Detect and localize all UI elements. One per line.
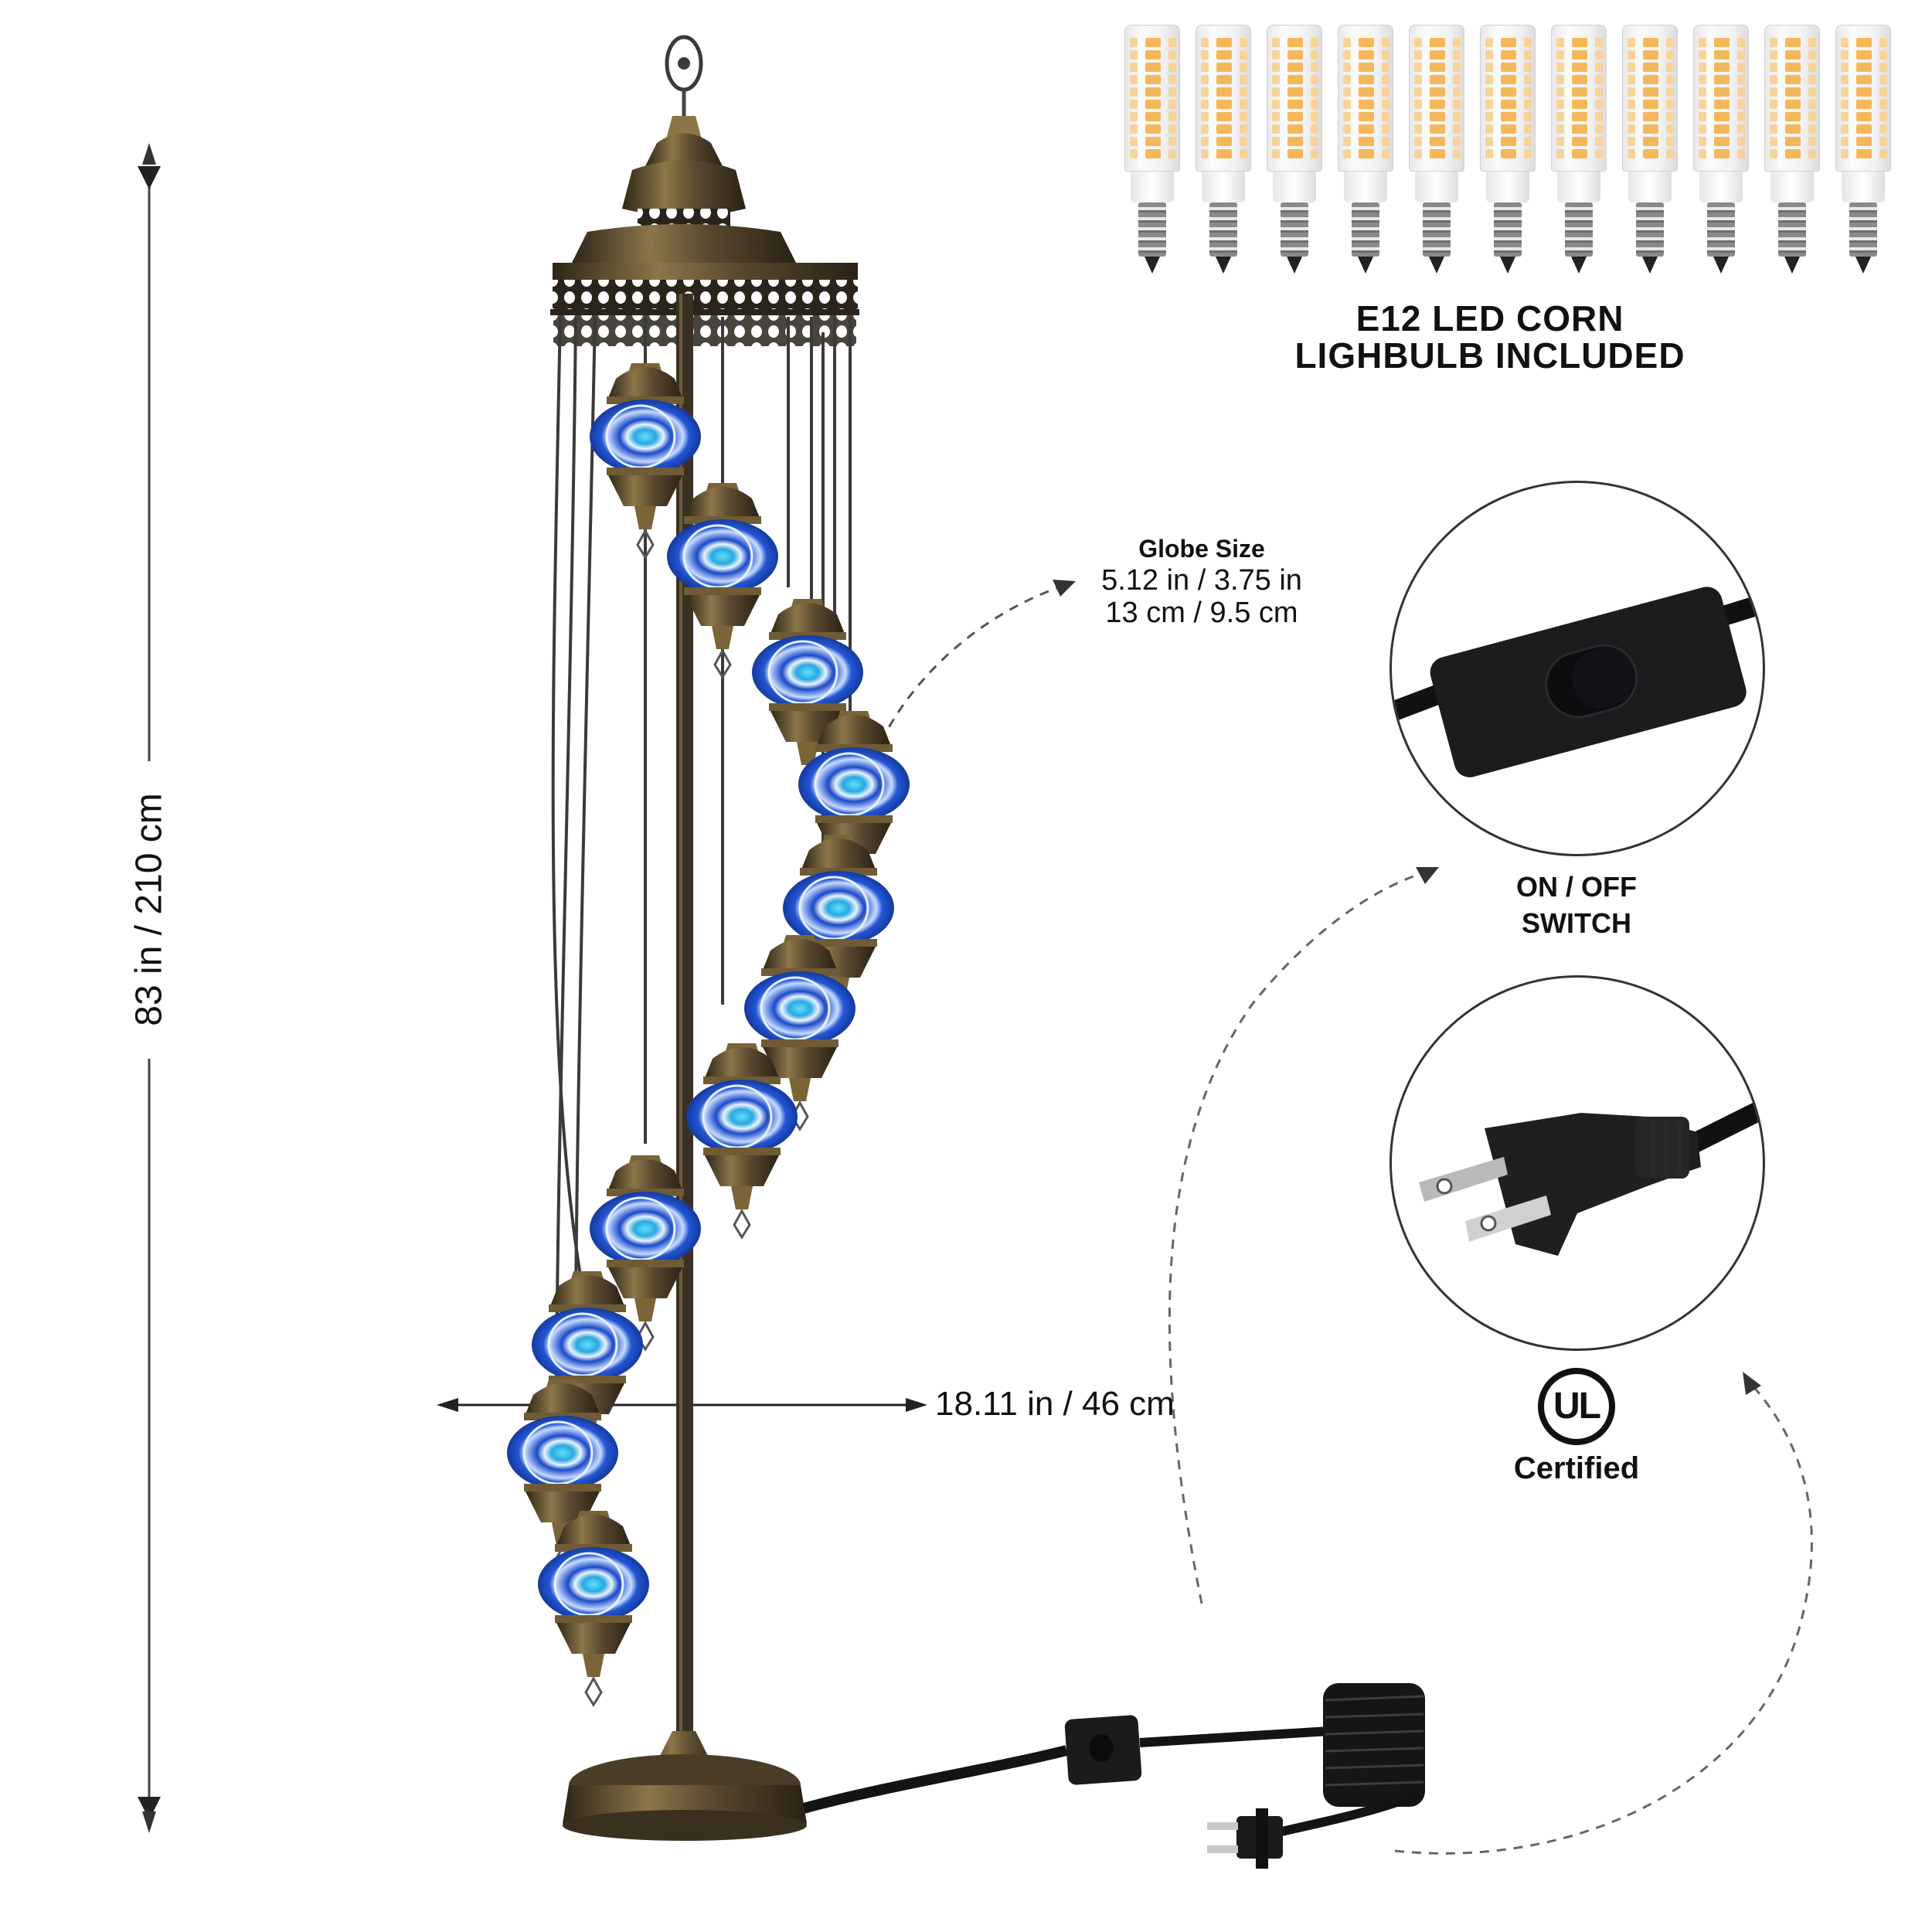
globe-size-title: Globe Size bbox=[1138, 535, 1265, 563]
ul-logo: UL bbox=[1538, 1368, 1615, 1445]
lamp-canopy bbox=[550, 116, 859, 346]
switch-label: ON / OFF SWITCH bbox=[1516, 869, 1637, 942]
width-label: 18.11 in / 46 cm bbox=[935, 1385, 1175, 1423]
globe-size-dashed-arrow bbox=[879, 586, 1060, 743]
led-corn-bulb-icon bbox=[1196, 25, 1251, 280]
lamp-base bbox=[563, 1731, 807, 1841]
switch-label-line2: SWITCH bbox=[1522, 906, 1631, 939]
led-corn-bulb-icon bbox=[1124, 25, 1180, 280]
led-corn-bulb-icon bbox=[1409, 25, 1464, 280]
globe-size-inches: 5.12 in / 3.75 in bbox=[1101, 564, 1302, 597]
globe-size-block: Globe Size 5.12 in / 3.75 in 13 cm / 9.5… bbox=[1101, 533, 1302, 629]
switch-label-line1: ON / OFF bbox=[1516, 871, 1637, 903]
power-cord bbox=[802, 1683, 1425, 1869]
height-arrow bbox=[138, 143, 161, 1833]
led-corn-bulb-icon bbox=[1693, 25, 1749, 280]
switch-callout-circle bbox=[1389, 481, 1765, 856]
led-corn-bulb-icon bbox=[1622, 25, 1678, 280]
plug-dashed-arrow bbox=[1394, 1382, 1813, 1855]
ul-logo-text: UL bbox=[1553, 1386, 1601, 1427]
led-corn-bulb-icon bbox=[1551, 25, 1607, 280]
led-bulbs-row bbox=[1124, 25, 1905, 287]
globe-size-cm: 13 cm / 9.5 cm bbox=[1105, 597, 1298, 629]
led-corn-bulb-icon bbox=[1480, 25, 1536, 280]
switch-dashed-arrow bbox=[1168, 872, 1423, 1604]
bulbs-label-line1: E12 LED CORN bbox=[1355, 298, 1624, 338]
two-prong-plug-icon bbox=[1419, 1097, 1763, 1256]
led-corn-bulb-icon bbox=[1338, 25, 1393, 280]
inline-rocker-switch-icon bbox=[1392, 587, 1763, 777]
led-corn-bulb-icon bbox=[1267, 25, 1322, 280]
bulbs-label: E12 LED CORN LIGHBULB INCLUDED bbox=[1294, 300, 1685, 375]
led-corn-bulb-icon bbox=[1764, 25, 1820, 280]
led-corn-bulb-icon bbox=[1835, 25, 1891, 280]
plug-callout-circle bbox=[1389, 975, 1765, 1351]
coiled-cord bbox=[1323, 1683, 1425, 1807]
bulbs-label-line2: LIGHBULB INCLUDED bbox=[1294, 335, 1685, 376]
finial bbox=[665, 35, 703, 116]
certified-label: Certified bbox=[1513, 1451, 1640, 1485]
